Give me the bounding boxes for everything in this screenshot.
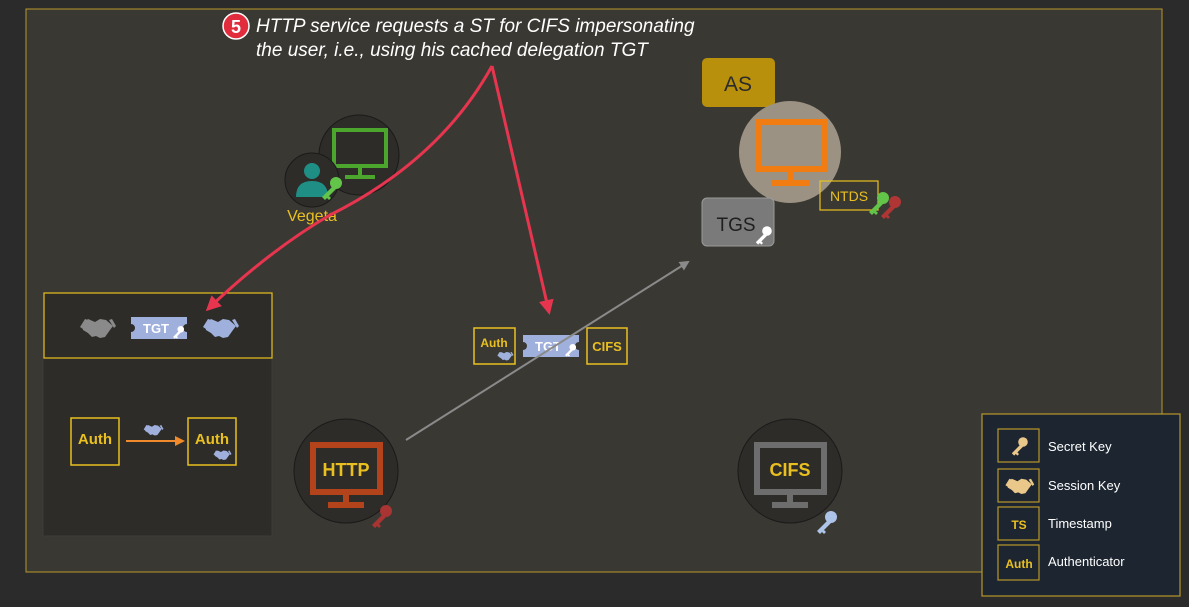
tgs-label: TGS (716, 215, 755, 236)
auth-left-label: Auth (78, 431, 112, 448)
auth-box-left (70, 417, 120, 466)
user-name: Vegeta (287, 208, 337, 225)
legend: Secret Key Session Key TS Timestamp Auth… (981, 413, 1181, 597)
request-auth-label: Auth (480, 336, 507, 350)
cifs-label: CIFS (769, 460, 810, 480)
legend-label-secret-key: Secret Key (1048, 439, 1112, 454)
domain-controller: AS TGS NTDS (701, 58, 901, 247)
user-node: Vegeta (284, 114, 400, 225)
as-box (702, 58, 775, 107)
request-auth-box (473, 327, 516, 365)
tgs-box (701, 197, 775, 247)
dc-monitor-icon (755, 119, 827, 186)
step-number-badge (222, 12, 250, 40)
cache-panel-body (42, 357, 273, 537)
legend-session-swatch (997, 468, 1040, 503)
legend-auth-swatch (997, 544, 1040, 581)
legend-label-session-key: Session Key (1048, 478, 1121, 493)
cached-ticket-panel: TGT Auth Auth (42, 292, 273, 537)
as-label: AS (724, 73, 752, 96)
user-person-icon (296, 163, 328, 197)
auth-box-right (187, 417, 237, 466)
http-service-node: HTTP (293, 418, 399, 528)
timestamp-badge: TS (1011, 518, 1026, 532)
http-monitor-icon (310, 442, 383, 508)
legend-timestamp-swatch (997, 506, 1040, 541)
cache-tgt-label: TGT (143, 321, 169, 336)
legend-key-swatch (997, 428, 1040, 463)
legend-box (981, 413, 1181, 597)
gray-arrow-http-to-tgs (405, 260, 690, 441)
ntds-label: NTDS (830, 188, 868, 204)
step-number: 5 (231, 17, 241, 37)
legend-label-authenticator: Authenticator (1048, 554, 1125, 569)
request-cifs-box (586, 327, 628, 365)
step-text-line1: HTTP service requests a ST for CIFS impe… (256, 16, 695, 37)
red-arrow-to-cache (205, 65, 494, 312)
legend-label-timestamp: Timestamp (1048, 516, 1112, 531)
cifs-monitor-icon (754, 442, 827, 508)
request-tgt-label: TGT (535, 339, 561, 354)
tgs-request-message: Auth TGT CIFS (473, 327, 628, 365)
cifs-service-node: CIFS (737, 418, 843, 534)
red-arrow-to-request (490, 65, 554, 315)
request-cifs-label: CIFS (592, 339, 622, 354)
http-label: HTTP (323, 460, 370, 480)
dc-circle (739, 101, 841, 203)
auth-right-label: Auth (195, 431, 229, 448)
authenticator-badge: Auth (1005, 557, 1032, 571)
step-header: 5 HTTP service requests a ST for CIFS im… (222, 12, 695, 61)
workstation-monitor-icon (332, 128, 388, 179)
step-text-line2: the user, i.e., using his cached delegat… (256, 40, 649, 61)
